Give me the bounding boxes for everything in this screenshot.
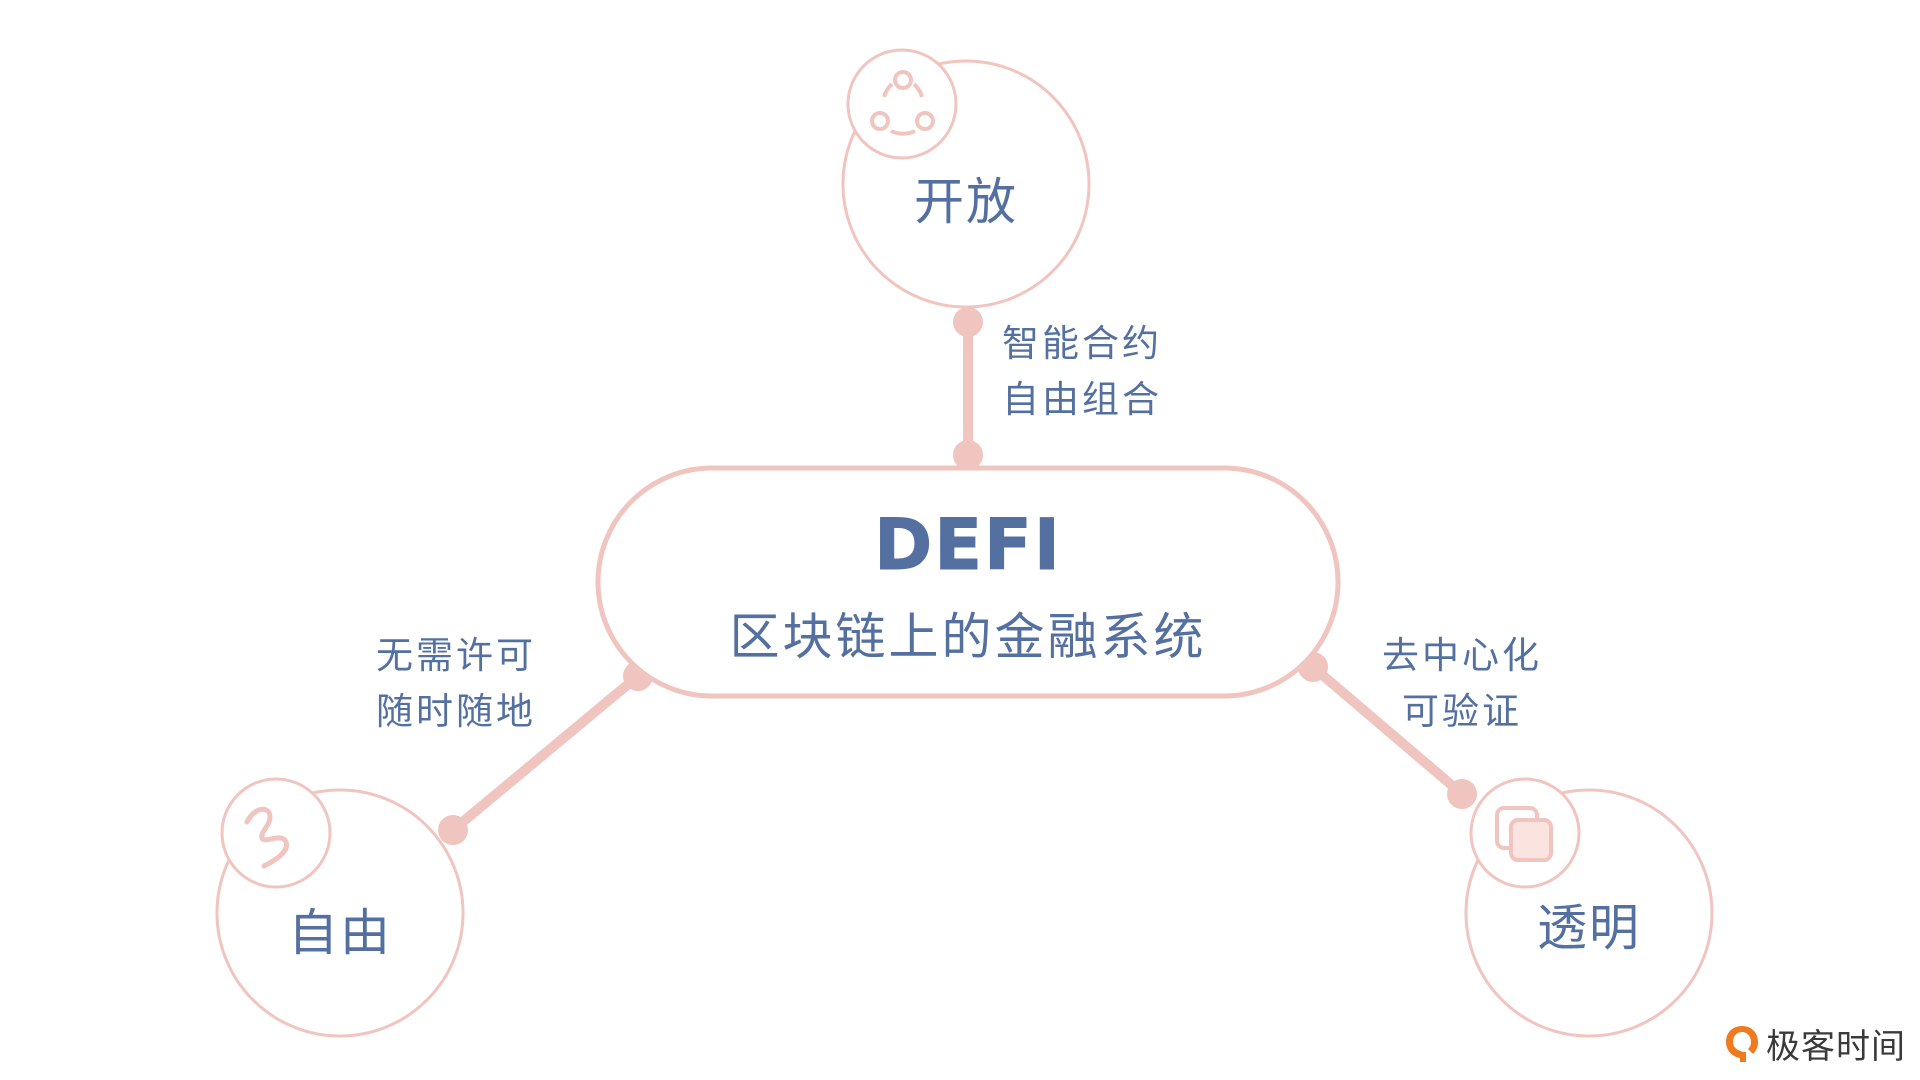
brand-logo: 极客时间 [1724, 1019, 1906, 1068]
edge-top-label: 智能合约 自由组合 [1002, 316, 1162, 427]
connector-dot [438, 815, 468, 845]
overlapping-squares-icon [1495, 806, 1553, 862]
edge-left-line1: 无需许可 [376, 634, 536, 677]
center-node-shape [595, 465, 1341, 699]
node-top-label: 开放 [914, 173, 1018, 231]
network-share-icon [870, 70, 935, 136]
node-left-label: 自由 [288, 904, 392, 962]
edge-left-label: 无需许可 随时随地 [376, 628, 536, 739]
node-left-icon-badge [220, 777, 332, 889]
edge-left-line2: 随时随地 [376, 689, 536, 733]
node-right-label: 透明 [1537, 899, 1641, 957]
edge-right-line1: 去中心化 [1382, 634, 1542, 677]
connector-dot [953, 440, 983, 470]
scribble-icon [244, 806, 290, 869]
geektime-logo-icon [1726, 1025, 1758, 1062]
edge-top-line1: 智能合约 [1002, 322, 1162, 365]
brand-name: 极客时间 [1766, 1027, 1906, 1067]
connector-dot [953, 307, 983, 337]
connector-dot [1447, 779, 1477, 809]
center-title: DEFI [874, 504, 1062, 586]
node-top-icon-badge [846, 48, 958, 160]
connector-left [448, 671, 643, 835]
center-subtitle: 区块链上的金融系统 [729, 608, 1207, 666]
connector-right [1308, 662, 1467, 799]
edge-right-label: 去中心化 可验证 [1382, 628, 1542, 739]
edge-right-line2: 可验证 [1402, 689, 1522, 733]
edge-top-line2: 自由组合 [1002, 377, 1162, 421]
